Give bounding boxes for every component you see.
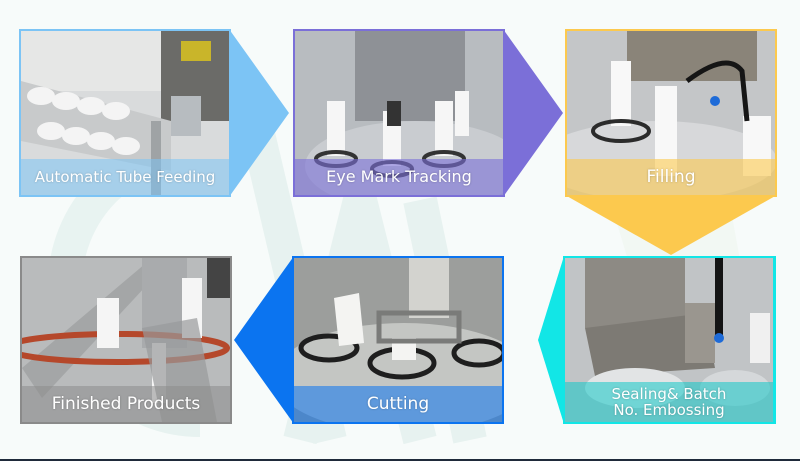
bottom-border (0, 459, 800, 461)
step-label: Automatic Tube Feeding (21, 159, 229, 195)
step-sealing-batch-embossing: Sealing& Batch No. Embossing (563, 256, 775, 424)
step-eye-mark-tracking: Eye Mark Tracking (293, 29, 505, 197)
step-label: Finished Products (22, 386, 230, 422)
step-label-line1: Sealing& Batch (611, 385, 727, 403)
step-finished-products: Finished Products (20, 256, 232, 424)
step-cutting: Cutting (292, 256, 504, 424)
step-automatic-tube-feeding: Automatic Tube Feeding (19, 29, 231, 197)
step-label: Sealing& Batch No. Embossing (565, 382, 773, 422)
step-label: Eye Mark Tracking (295, 159, 503, 195)
step-label: Filling (567, 159, 775, 195)
step-label-line2: No. Embossing (613, 401, 725, 419)
step-label: Cutting (294, 386, 502, 422)
step-filling: Filling (565, 29, 777, 197)
